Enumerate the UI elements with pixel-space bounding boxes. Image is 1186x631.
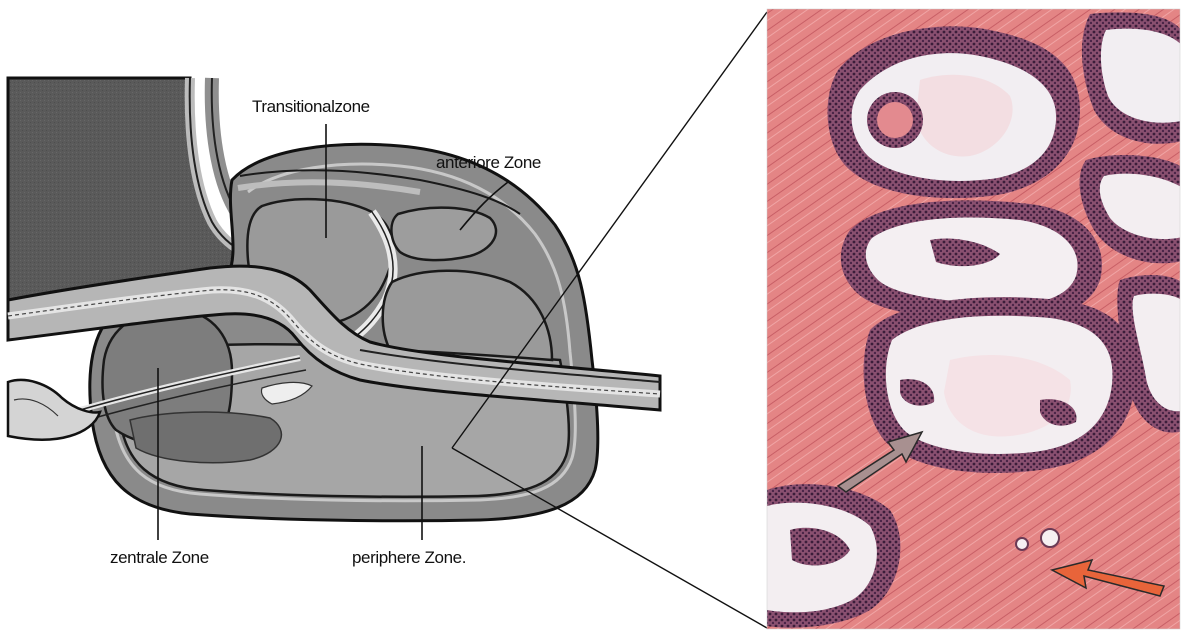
- anterior-zone: [391, 208, 496, 260]
- seminal-vesicle: [8, 380, 100, 440]
- anatomy-drawing: [8, 78, 660, 521]
- zoom-line-bottom: [452, 448, 767, 628]
- label-central-zone: zentrale Zone: [110, 548, 209, 567]
- label-transition-zone: Transitionalzone: [252, 97, 370, 116]
- label-anterior-zone: anteriore Zone: [436, 153, 541, 172]
- label-peripheral-zone: periphere Zone.: [352, 548, 466, 567]
- histology-micrograph: [767, 9, 1186, 629]
